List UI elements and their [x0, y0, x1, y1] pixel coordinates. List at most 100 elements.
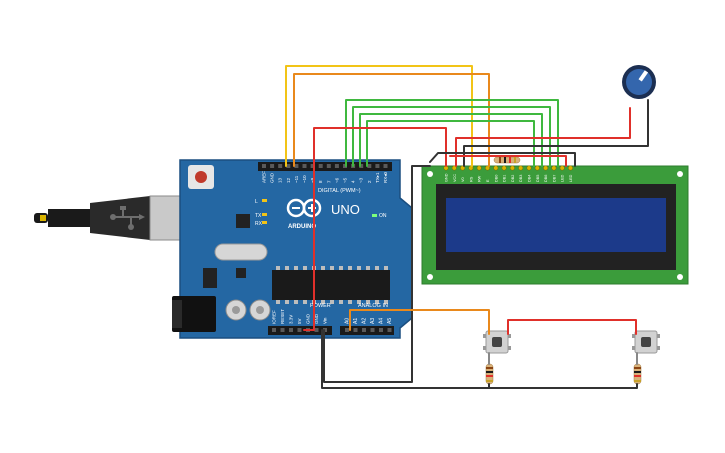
digital-pin-label: TX▸1: [375, 172, 380, 183]
digital-pin-14[interactable]: [375, 164, 380, 168]
power-pin-label: 3.3V: [289, 315, 294, 324]
digital-pin-8[interactable]: [326, 164, 331, 168]
lcd-pin-12[interactable]: [543, 165, 549, 171]
lcd-pin-11[interactable]: [534, 165, 540, 171]
wire-red-buttons[interactable]: [507, 319, 637, 335]
analog-pin-0[interactable]: [345, 328, 349, 332]
wire-black-gnd-2[interactable]: [321, 329, 638, 389]
power-pin-5[interactable]: [314, 328, 319, 332]
digital-pin-label: ~10: [302, 175, 307, 183]
capacitor-1-top: [232, 306, 240, 314]
digital-pin-label: GND: [270, 172, 275, 183]
status-leds: L TX RX: [255, 199, 267, 227]
resistor-lcd[interactable]: [493, 156, 521, 164]
lcd-mount-hole: [677, 274, 683, 280]
lcd-pin-13[interactable]: [551, 165, 557, 171]
digital-pin-1[interactable]: [270, 164, 275, 168]
digital-pin-0[interactable]: [262, 164, 266, 168]
crystal-oscillator: [214, 243, 268, 261]
wire-green-4[interactable]: [366, 120, 535, 167]
power-pin-0[interactable]: [272, 328, 276, 332]
analog-pin-label: A1: [353, 318, 359, 324]
lcd-pin-7[interactable]: [501, 165, 507, 171]
lcd-pin-label: DB6: [544, 175, 548, 182]
arduino-logo: [286, 198, 322, 218]
lcd-pin-10[interactable]: [526, 165, 532, 171]
analog-pin-label: A2: [362, 318, 368, 324]
digital-pin-label: 8: [318, 180, 323, 183]
wire-red-lcd[interactable]: [449, 155, 567, 167]
lcd-pin-label: V0: [461, 177, 465, 182]
power-label: POWER: [310, 303, 331, 309]
pushbutton-2[interactable]: [632, 330, 660, 354]
power-pin-label: IOREF: [272, 310, 277, 324]
analog-pin-4[interactable]: [379, 328, 383, 332]
digital-pin-15[interactable]: [383, 164, 388, 168]
lcd-pin-9[interactable]: [518, 165, 524, 171]
power-pin-1[interactable]: [280, 328, 285, 332]
lcd-pin-6[interactable]: [493, 165, 499, 171]
pushbutton-1[interactable]: [483, 330, 511, 354]
model-label: UNO: [331, 202, 360, 217]
digital-pin-4[interactable]: [294, 164, 299, 168]
lcd-pin-8[interactable]: [509, 165, 515, 171]
analog-pin-3[interactable]: [370, 328, 375, 332]
digital-pin-label: ~11: [294, 175, 299, 183]
digital-pin-label: 2: [367, 180, 372, 183]
digital-pin-3[interactable]: [286, 164, 291, 168]
digital-header[interactable]: [258, 162, 392, 171]
small-chip: [236, 268, 246, 278]
wire-red-5v[interactable]: [303, 127, 447, 331]
resistor-2[interactable]: [633, 363, 642, 385]
lcd-pin-1[interactable]: [451, 165, 457, 171]
digital-pin-12[interactable]: [359, 164, 364, 168]
wire-black-gnd[interactable]: [323, 165, 431, 383]
wire-yellow[interactable]: [285, 65, 473, 167]
wires[interactable]: [285, 65, 649, 389]
digital-pin-5[interactable]: [302, 164, 307, 168]
lcd-pin-label: DB0: [494, 175, 498, 182]
led-label-tx: TX: [255, 213, 262, 219]
power-pin-2[interactable]: [289, 328, 293, 332]
analog-header[interactable]: [340, 326, 394, 335]
reset-button-cap[interactable]: [195, 171, 207, 183]
analog-pin-2[interactable]: [362, 328, 366, 332]
digital-pin-7[interactable]: [318, 164, 323, 168]
analog-pin-label: A5: [387, 318, 393, 324]
lcd-pin-label: E: [486, 179, 490, 182]
wire-orange-a0[interactable]: [349, 309, 490, 335]
power-pin-label: 5V: [297, 318, 302, 324]
lcd-pin-label: DB5: [536, 175, 540, 182]
power-pin-3[interactable]: [297, 328, 302, 332]
lcd-pin-15[interactable]: [568, 165, 573, 171]
wire-green-2[interactable]: [352, 106, 551, 167]
usb-icon: [110, 206, 145, 230]
potentiometer-knob[interactable]: [626, 69, 652, 95]
resistor-1[interactable]: [485, 363, 494, 385]
lcd-pin-14[interactable]: [559, 165, 565, 171]
analog-pin-1[interactable]: [353, 328, 358, 332]
power-jack: [172, 296, 216, 332]
wire-black-lcd[interactable]: [429, 152, 576, 167]
analog-pin-5[interactable]: [387, 328, 392, 332]
digital-pin-9[interactable]: [334, 164, 339, 168]
lcd-mount-hole: [427, 274, 433, 280]
potentiometer[interactable]: [622, 65, 656, 99]
usb-cable-ferrule: [40, 215, 46, 221]
lcd-header-pins[interactable]: [443, 165, 573, 171]
digital-pin-2[interactable]: [278, 164, 283, 168]
on-label: ON: [379, 213, 387, 219]
wire-green-1[interactable]: [345, 99, 559, 167]
wire-green-3[interactable]: [359, 113, 543, 167]
digital-pin-13[interactable]: [367, 164, 372, 168]
regulator-chip: [203, 268, 217, 288]
digital-pin-6[interactable]: [310, 164, 315, 168]
lcd-mount-hole: [677, 171, 683, 177]
lcd-pin-4[interactable]: [476, 165, 482, 171]
power-pin-label: GND: [314, 313, 319, 324]
